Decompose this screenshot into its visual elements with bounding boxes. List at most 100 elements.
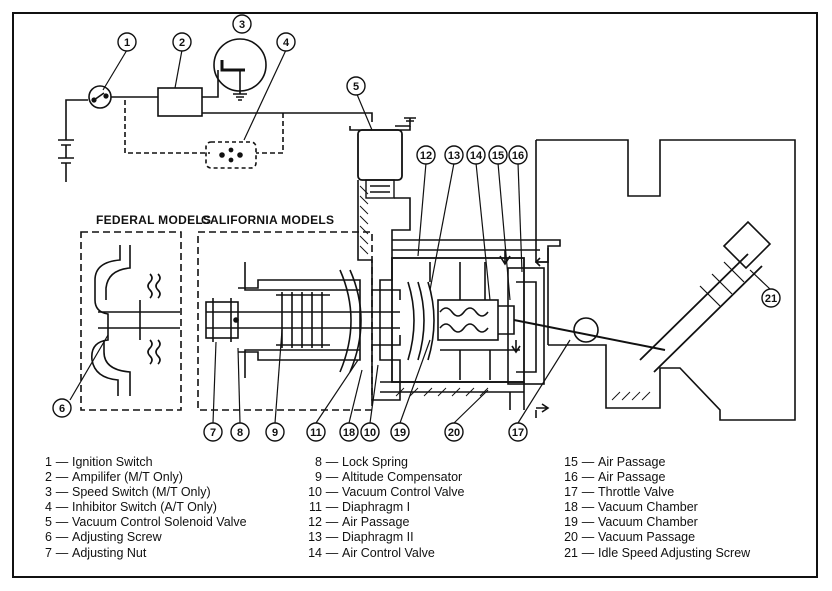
legend-number: 2 — [45, 470, 52, 485]
svg-text:11: 11 — [310, 427, 322, 439]
svg-text:4: 4 — [283, 37, 290, 49]
legend-item: 17—Throttle Valve — [556, 485, 750, 500]
legend-text: Diaphragm I — [342, 500, 411, 515]
federal-models-title: FEDERAL MODELS — [96, 213, 212, 227]
legend-dash: — — [581, 545, 595, 560]
legend-dash: — — [325, 515, 339, 530]
svg-text:7: 7 — [210, 427, 216, 439]
svg-text:1: 1 — [124, 37, 130, 49]
wiring-circuit — [58, 38, 416, 182]
legend-dash: — — [55, 455, 69, 469]
legend-item: 21—Idle Speed Adjusting Screw — [556, 546, 750, 561]
legend-item: 5—Vacuum Control Solenoid Valve — [30, 515, 247, 530]
legend-number: 20 — [564, 530, 578, 545]
svg-text:15: 15 — [492, 150, 504, 162]
hatched-parts — [359, 185, 651, 401]
legend-text: Air Passage — [342, 515, 410, 530]
svg-text:13: 13 — [448, 150, 460, 162]
svg-text:8: 8 — [237, 427, 243, 439]
legend-text: Diaphragm II — [342, 530, 414, 545]
callout-4: 4 — [276, 32, 296, 52]
legend-number: 16 — [564, 470, 578, 485]
callout-6: 6 — [52, 398, 72, 418]
legend-dash: — — [325, 530, 339, 545]
svg-text:20: 20 — [448, 427, 460, 439]
california-models-title: CALIFORNIA MODELS — [201, 213, 335, 227]
legend-item: 8—Lock Spring — [300, 455, 465, 470]
callout-9: 9 — [265, 422, 285, 442]
callout-10: 10 — [360, 422, 380, 442]
legend-number: 3 — [45, 485, 52, 500]
legend-number: 10 — [308, 485, 322, 500]
legend-number: 14 — [308, 545, 322, 560]
legend-item: 20—Vacuum Passage — [556, 530, 750, 545]
legend-dash: — — [55, 530, 69, 545]
inhibitor-switch-symbol — [205, 141, 257, 169]
legend-number: 8 — [315, 455, 322, 469]
legend-number: 7 — [45, 545, 52, 560]
legend-dash: — — [55, 485, 69, 500]
legend-text: Adjusting Nut — [72, 545, 147, 560]
callout-12: 12 — [416, 145, 436, 165]
callout-7: 7 — [203, 422, 223, 442]
legend-text: Throttle Valve — [598, 485, 675, 500]
legend-item: 9—Altitude Compensator — [300, 470, 465, 485]
legend-number: 4 — [45, 500, 52, 515]
callout-19: 19 — [390, 422, 410, 442]
legend-dash: — — [325, 545, 339, 560]
legend-text: Vacuum Passage — [598, 530, 696, 545]
legend-text: Ampilifer (M/T Only) — [72, 470, 183, 485]
legend-item: 15—Air Passage — [556, 455, 750, 470]
legend-dash: — — [581, 470, 595, 485]
callout-21: 21 — [761, 288, 781, 308]
legend-dash: — — [581, 455, 595, 469]
legend-text: Vacuum Chamber — [598, 500, 698, 515]
legend-item: 13—Diaphragm II — [300, 530, 465, 545]
legend-text: Ignition Switch — [72, 455, 153, 469]
valve-body — [357, 180, 540, 410]
svg-text:19: 19 — [394, 427, 406, 439]
legend-dash: — — [581, 530, 595, 545]
callout-11: 11 — [306, 422, 326, 442]
legend-item: 3—Speed Switch (M/T Only) — [30, 485, 247, 500]
legend-item: 16—Air Passage — [556, 470, 750, 485]
legend-item: 12—Air Passage — [300, 515, 465, 530]
legend-text: Vacuum Chamber — [598, 515, 698, 530]
svg-text:17: 17 — [512, 427, 524, 439]
svg-text:3: 3 — [239, 19, 245, 31]
callout-20: 20 — [444, 422, 464, 442]
legend-item: 7—Adjusting Nut — [30, 546, 247, 561]
legend-item: 19—Vacuum Chamber — [556, 515, 750, 530]
legend-item: 2—Ampilifer (M/T Only) — [30, 470, 247, 485]
callout-1: 1 — [117, 32, 137, 52]
legend-number: 19 — [564, 515, 578, 530]
callout-2: 2 — [172, 32, 192, 52]
legend-text: Air Passage — [598, 470, 666, 485]
federal-models-box — [80, 231, 182, 411]
legend-item: 6—Adjusting Screw — [30, 530, 247, 545]
legend-item: 11—Diaphragm I — [300, 500, 465, 515]
amplifier-box — [157, 87, 203, 117]
legend-dash: — — [325, 485, 339, 500]
legend-item: 4—Inhibitor Switch (A/T Only) — [30, 500, 247, 515]
legend-number: 5 — [45, 515, 52, 530]
legend-number: 12 — [308, 515, 322, 530]
svg-text:9: 9 — [272, 427, 278, 439]
legend-number: 18 — [564, 500, 578, 515]
throttle-body — [499, 139, 796, 421]
legend-item: 14—Air Control Valve — [300, 546, 465, 561]
leader-lines — [69, 49, 772, 424]
legend-text: Inhibitor Switch (A/T Only) — [72, 500, 217, 515]
legend-number: 21 — [564, 545, 578, 560]
svg-text:21: 21 — [765, 293, 777, 305]
legend-dash: — — [325, 500, 339, 515]
legend-text: Air Passage — [598, 455, 666, 469]
svg-text:5: 5 — [353, 81, 359, 93]
legend-item: 10—Vacuum Control Valve — [300, 485, 464, 500]
legend-text: Adjusting Screw — [72, 530, 162, 545]
